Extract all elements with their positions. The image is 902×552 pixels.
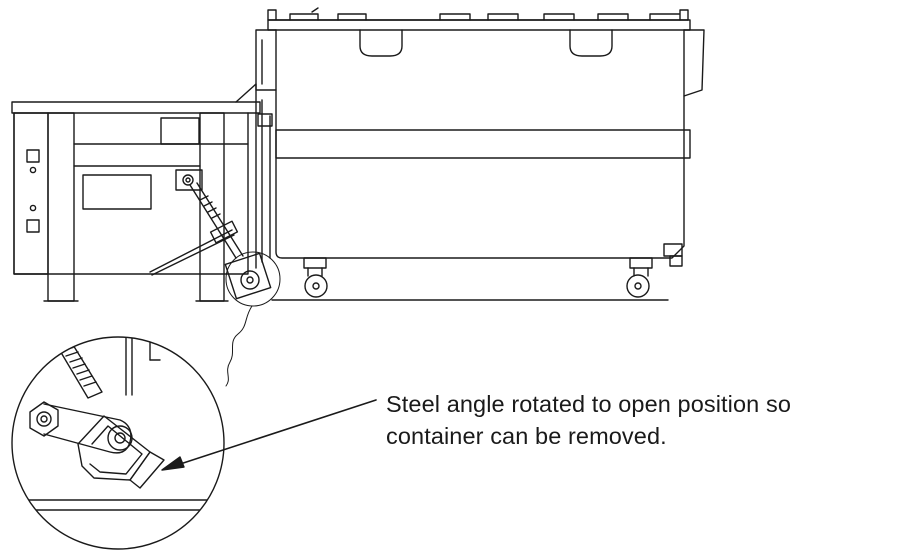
compactor-body bbox=[13, 112, 249, 275]
container-lid bbox=[267, 9, 689, 21]
hex-bolt bbox=[29, 401, 59, 437]
compactor-top-panel bbox=[160, 117, 200, 145]
container-body bbox=[275, 29, 685, 259]
compactor-top-cover bbox=[11, 101, 261, 114]
enlarged-latch-detail bbox=[11, 336, 225, 550]
lift-pocket-left bbox=[359, 29, 403, 57]
callout-label: Steel angle rotated to open position so … bbox=[386, 388, 791, 452]
callout-arrow bbox=[161, 399, 377, 471]
compactor-window-panel bbox=[82, 174, 152, 210]
release-lever bbox=[149, 229, 233, 273]
container-top-band bbox=[267, 19, 691, 31]
linkage-bracket bbox=[175, 169, 203, 191]
container-unit bbox=[235, 7, 705, 301]
compactor-side-panel bbox=[13, 112, 49, 275]
container-mid-rail bbox=[275, 129, 691, 159]
callout-line-2: container can be removed. bbox=[386, 423, 667, 449]
lift-pocket-right bbox=[569, 29, 613, 57]
compactor-post-left bbox=[47, 112, 75, 302]
latch-pivot bbox=[240, 270, 260, 290]
detail-view-circle bbox=[11, 336, 225, 550]
caster-right bbox=[626, 257, 653, 298]
detail-leader-line bbox=[225, 305, 253, 387]
threaded-rod bbox=[52, 337, 103, 399]
detail-marker-circle bbox=[225, 251, 281, 307]
callout-line-1: Steel angle rotated to open position so bbox=[386, 391, 791, 417]
compactor-unit bbox=[11, 101, 281, 307]
caster-left bbox=[303, 257, 328, 298]
